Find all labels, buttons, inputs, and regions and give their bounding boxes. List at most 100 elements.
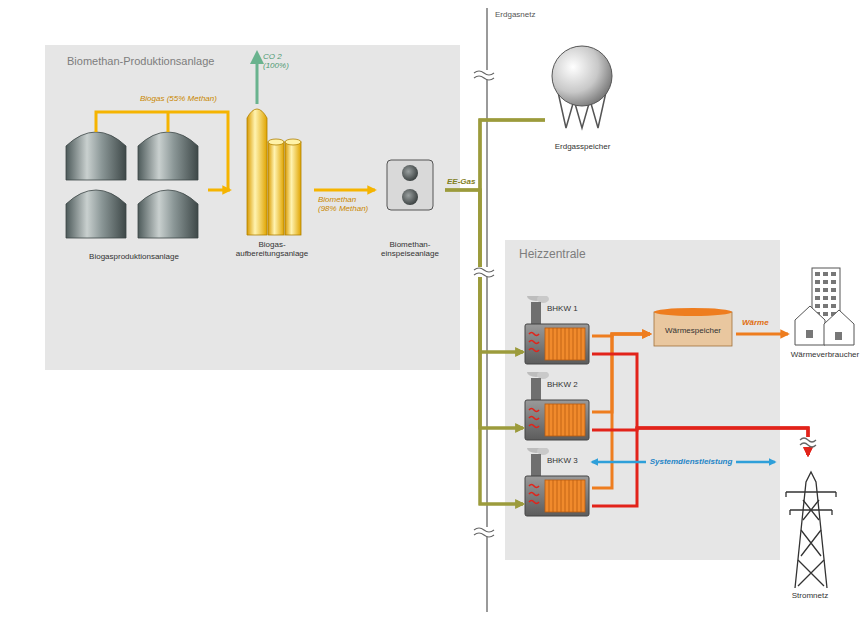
flow-connector xyxy=(592,354,808,455)
node-label: BHKW 2 xyxy=(547,380,592,389)
illustration-part xyxy=(806,330,813,338)
illustration-part xyxy=(835,332,842,340)
line-break-mark xyxy=(473,70,495,80)
illustration-part xyxy=(473,527,495,537)
chp-unit-icon xyxy=(525,443,589,516)
flow-label: Wärme xyxy=(742,318,778,327)
illustration-part xyxy=(474,268,494,277)
window xyxy=(831,304,836,308)
biogas-pipe xyxy=(96,112,228,190)
node-label: BHKW 1 xyxy=(547,304,592,313)
chp-unit-icon xyxy=(525,291,589,364)
illustration-part xyxy=(795,306,825,345)
illustration-part xyxy=(66,132,126,180)
illustration-part xyxy=(800,438,816,447)
flow-connector xyxy=(480,120,545,504)
biogas-tanks xyxy=(66,132,198,238)
flow-connector xyxy=(736,333,788,336)
flow-connector xyxy=(208,189,230,192)
flow-connector xyxy=(592,428,808,506)
flow-label: Biogas (55% Methan) xyxy=(140,94,226,103)
illustration-part xyxy=(815,272,836,316)
panel-ground xyxy=(505,240,780,560)
node-label: Heizzentrale xyxy=(519,248,719,262)
flow-label: EE-Gas xyxy=(447,177,481,186)
line-break-mark xyxy=(473,267,495,277)
illustration-part xyxy=(66,190,126,238)
illustration-part xyxy=(552,46,612,106)
illustration-part xyxy=(138,132,198,180)
illustration-part xyxy=(795,472,827,588)
component-box: Wärmespeicher xyxy=(650,306,736,350)
flow-connector xyxy=(480,120,545,352)
node-label: BHKW 3 xyxy=(547,456,592,465)
illustration-part xyxy=(138,190,198,238)
panel-box: BHKW 1 BHKW 2 BHKW 3 Wärmespeicher Heizzentr… xyxy=(505,240,780,560)
panel-box: Erdgasspeicher xyxy=(545,42,620,160)
gas-storage-sphere xyxy=(552,46,612,128)
illustration-part xyxy=(402,165,418,181)
illustration-part xyxy=(285,139,301,145)
illustration-part xyxy=(268,142,284,235)
component-box: BHKW 1 xyxy=(523,296,592,366)
chp-unit-icon xyxy=(525,367,589,440)
illustration-part xyxy=(247,109,267,235)
node-label: Wärmeverbraucher xyxy=(788,350,862,359)
line-break-mark xyxy=(473,527,495,537)
flow-connector xyxy=(445,190,523,352)
upgrading-columns xyxy=(247,109,301,235)
illustration-part xyxy=(474,528,494,537)
flow-connector xyxy=(445,190,523,504)
window xyxy=(831,288,836,292)
node-label: Wärmespeicher xyxy=(650,326,736,335)
panel-ground xyxy=(45,45,460,370)
co2-arrow xyxy=(256,62,259,104)
window xyxy=(815,272,820,276)
panel-box: Biogasproduktionsanlage Biogas- aufbereit… xyxy=(45,45,460,370)
window xyxy=(823,312,828,316)
flow-connector xyxy=(445,190,523,428)
flow-label: Biomethan (98% Methan) xyxy=(318,195,372,213)
node-label: Biogas- aufbereitungsanlage xyxy=(230,240,314,258)
co2-arrowhead xyxy=(250,50,264,64)
window xyxy=(815,304,820,308)
flow-connector xyxy=(314,189,375,192)
component-box: Biogasproduktionsanlage xyxy=(60,118,208,268)
illustration-part xyxy=(473,267,495,277)
flow-connector xyxy=(592,334,650,412)
component-box: BHKW 2 xyxy=(523,372,592,442)
gas-grid-line xyxy=(486,8,488,612)
node-label: Stromnetz xyxy=(775,591,845,600)
window xyxy=(815,288,820,292)
window xyxy=(823,304,828,308)
illustration-part xyxy=(786,492,836,515)
window xyxy=(823,272,828,276)
node-label: Erdgasspeicher xyxy=(545,142,620,151)
window xyxy=(823,288,828,292)
window xyxy=(815,280,820,284)
window xyxy=(823,296,828,300)
illustration-part xyxy=(402,189,418,205)
illustration-part xyxy=(800,437,816,447)
component-box: BHKW 3 xyxy=(523,448,592,518)
annotation-label: Erdgasnetz xyxy=(495,10,555,19)
window xyxy=(815,296,820,300)
illustration-part xyxy=(474,71,494,80)
annotation-label: CO 2 (100%) xyxy=(263,52,297,70)
illustration-part xyxy=(473,70,495,80)
illustration-part xyxy=(285,142,301,235)
node-label: Biomethan- einspeiseanlage xyxy=(375,240,445,258)
window xyxy=(831,280,836,284)
component-box: Biogas- aufbereitungsanlage xyxy=(230,98,314,270)
flow-connector xyxy=(592,334,650,488)
panel-box: Stromnetz xyxy=(775,455,845,605)
window xyxy=(831,272,836,276)
component-box: Biomethan- einspeiseanlage xyxy=(375,152,445,268)
node-label: Biogasproduktionsanlage xyxy=(60,252,208,261)
power-pylon xyxy=(786,472,836,588)
flow-connector xyxy=(592,428,808,455)
heat-consumer-buildings xyxy=(795,268,854,345)
